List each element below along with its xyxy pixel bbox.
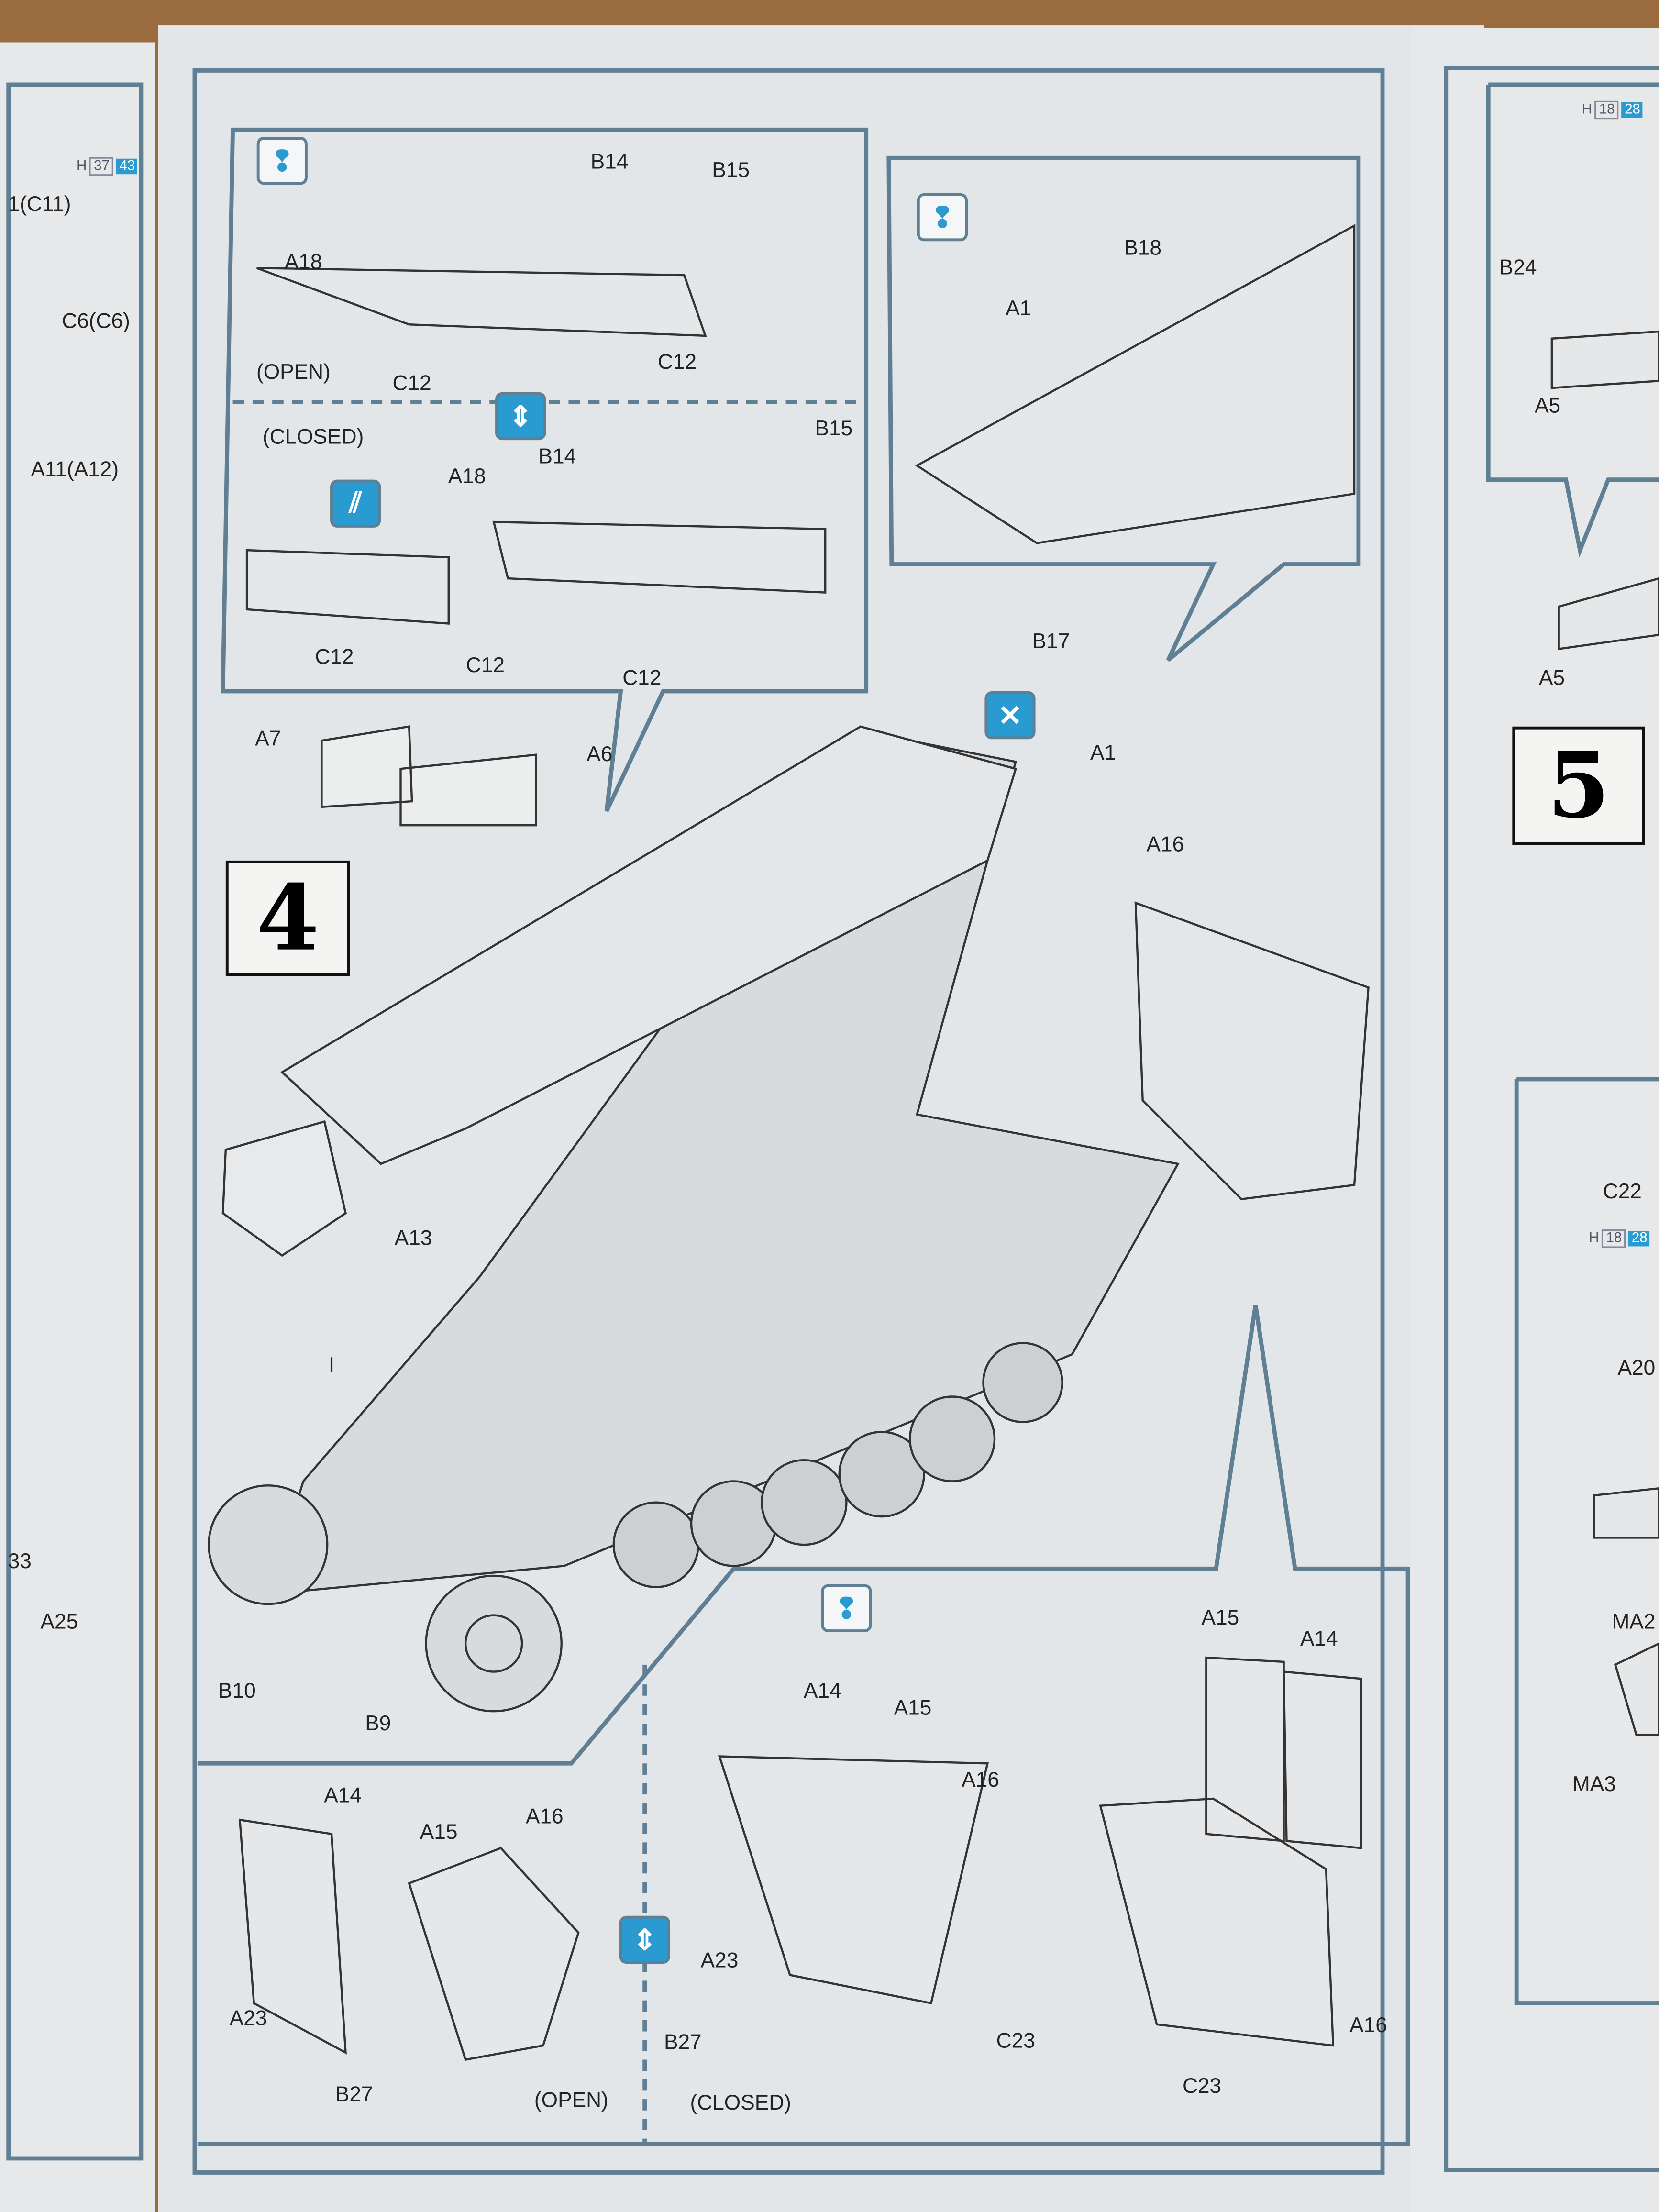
part-label: B15 [712, 158, 750, 183]
part-label: A1 [1006, 297, 1032, 321]
step-number-4: 4 [225, 860, 350, 976]
part-label: C12 [622, 666, 662, 691]
part-label: B9 [365, 1712, 391, 1736]
part-label: MA3 [1572, 1772, 1616, 1797]
part-label: A23 [700, 1949, 739, 1973]
right-frame [1444, 66, 1659, 2172]
part-label: C23 [996, 2029, 1035, 2054]
part-label: A16 [962, 1768, 999, 1792]
part-label: A16 [1146, 833, 1184, 857]
part-label: C12 [315, 645, 354, 670]
part-label: C23 [1182, 2074, 1222, 2099]
part-label: B10 [218, 1679, 256, 1703]
part-label: 1(C11) [8, 192, 71, 217]
paint-icon: ❢ [256, 137, 308, 185]
part-label: B17 [1032, 630, 1070, 654]
part-label: A5 [1534, 394, 1561, 419]
alternative-icon: ⇕ [619, 1915, 670, 1964]
part-label: A18 [284, 250, 322, 275]
part-label: B14 [538, 445, 576, 469]
part-label: B27 [335, 2083, 373, 2107]
part-label: A16 [1349, 2013, 1387, 2038]
right-page [1411, 28, 1659, 2212]
part-label: (CLOSED) [262, 425, 364, 450]
part-label: A13 [394, 1227, 432, 1251]
part-label: A25 [40, 1610, 78, 1635]
no-glue-icon: ✕ [984, 691, 1036, 740]
part-label: A15 [420, 1820, 458, 1845]
part-label: A11(A12) [31, 457, 119, 482]
bottom-callout [197, 1305, 1410, 2146]
part-label: A16 [525, 1805, 564, 1829]
part-label: A5 [1538, 666, 1565, 691]
part-label: 33 [8, 1549, 32, 1574]
part-label: A7 [255, 727, 281, 752]
step-number-5: 5 [1512, 726, 1645, 845]
part-label: C12 [465, 653, 505, 678]
part-label: A1 [1090, 741, 1117, 765]
part-label: A14 [1300, 1627, 1338, 1651]
part-label: C12 [657, 350, 697, 375]
part-label: A20 [1617, 1356, 1656, 1381]
halftrack-drawing [208, 224, 1659, 2061]
part-label: B27 [664, 2031, 702, 2055]
part-label: A15 [894, 1696, 932, 1721]
top-left-callout [221, 127, 869, 812]
part-label: A23 [229, 2006, 267, 2031]
left-frame [6, 82, 144, 2161]
part-label: (OPEN) [256, 360, 331, 385]
part-label: (CLOSED) [690, 2091, 791, 2116]
paint-icon: ❢ [917, 193, 968, 242]
part-label: C22 [1603, 1180, 1642, 1204]
part-label: C12 [392, 372, 431, 396]
alternative-icon: ⇕ [495, 392, 546, 441]
part-label: B18 [1124, 236, 1162, 261]
top-right-callout [886, 155, 1361, 662]
part-label: B24 [1499, 256, 1537, 280]
paint-icon: ❢ [821, 1584, 872, 1632]
part-label: A14 [324, 1784, 362, 1808]
part-label: C6(C6) [62, 310, 130, 334]
left-page [0, 42, 155, 2212]
part-label: B15 [815, 417, 853, 441]
cement-icon: ⫽ [330, 479, 381, 528]
part-label: A18 [448, 465, 486, 489]
part-label: I [328, 1353, 335, 1378]
main-frame [192, 68, 1385, 2175]
part-label: B14 [590, 150, 629, 175]
part-label: A15 [1201, 1606, 1239, 1630]
part-label: MA2 [1612, 1610, 1656, 1635]
part-label: A6 [586, 742, 613, 767]
part-label: A14 [803, 1679, 841, 1703]
part-label: (OPEN) [534, 2088, 608, 2113]
